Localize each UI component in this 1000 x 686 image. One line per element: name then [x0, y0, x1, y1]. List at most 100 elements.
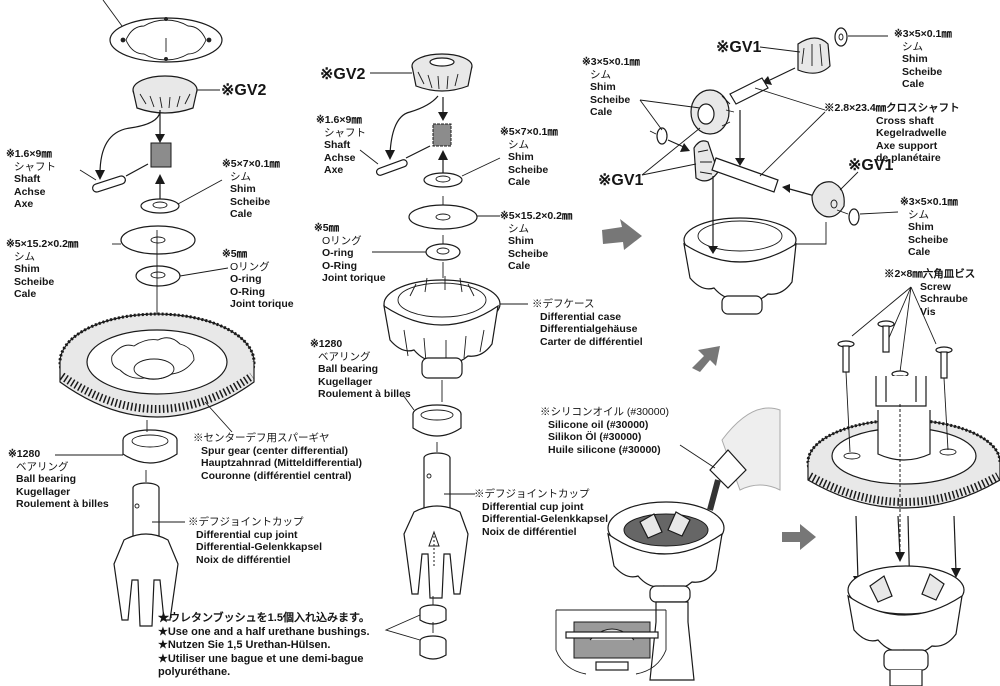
shim-size: ※5×7×0.1㎜ [500, 126, 558, 138]
oring-en: O-ring [322, 247, 354, 260]
spur-gear-jp: ※センターデフ用スパーギヤ [193, 432, 330, 444]
diff-case-en: Differential case [540, 310, 622, 323]
shim-small-label-middle: ※5×7×0.1㎜ シム Shim Scheibe Cale [500, 126, 558, 189]
screw-en: Screw [920, 280, 951, 293]
bevel-gear-gv1-left-upper [690, 89, 735, 135]
oring-size: ※5㎜ [222, 248, 248, 260]
bevel-gear-gv2-left [132, 75, 198, 114]
cup-joint-jp: ※デフジョイントカップ [474, 488, 590, 500]
shaft-label-left: ※1.6×9㎜ シャフト Shaft Achse Axe [6, 148, 56, 211]
silicone-fr: Huile silicone (#30000) [548, 443, 661, 456]
diff-case-jp: ※デフケース [532, 298, 595, 310]
cross-shaft-en: Cross shaft [876, 114, 934, 127]
shim-size: ※3×5×0.1㎜ [582, 56, 640, 68]
gv1-label: ※GV1 [598, 172, 644, 189]
cup-joint-de: Differential-Gelenkkapsel [482, 513, 609, 526]
shaft-fr: Axe [14, 198, 34, 211]
note-fr-2: polyuréthane. [158, 666, 231, 678]
shim-jp: シム [14, 250, 35, 263]
cross-shaft-size: ※2.8×23.4㎜クロスシャフト [824, 102, 960, 114]
oring-de: O-Ring [322, 259, 357, 272]
shim-de: Scheibe [508, 247, 549, 260]
spur-gear-left [58, 312, 256, 418]
step-arrow-right-2 [782, 524, 816, 550]
shaft-de: Achse [324, 151, 356, 164]
cross-section-inset [555, 609, 667, 675]
shaft-jp: シャフト [324, 126, 366, 139]
shim-de: Scheibe [230, 195, 271, 208]
oring-jp: Oリング [322, 234, 362, 247]
screw-1 [837, 340, 855, 373]
gv1-label: ※GV1 [716, 39, 762, 56]
shim-jp: シム [908, 208, 929, 221]
cup-joint-label-middle: ※デフジョイントカップ Differential cup joint Diffe… [474, 488, 608, 538]
shim-en: Shim [14, 263, 40, 276]
cup-joint-en: Differential cup joint [482, 500, 584, 513]
shim-fr: Cale [14, 288, 37, 301]
diff-case-label: ※デフケース Differential case Differentialgeh… [532, 298, 643, 348]
shaft-label-middle: ※1.6×9㎜ シャフト Shaft Achse Axe [316, 114, 366, 177]
shaft-fr: Axe [324, 164, 344, 177]
shim-jp: シム [902, 40, 923, 53]
shim-fr: Cale [902, 78, 925, 91]
shim-de: Scheibe [908, 233, 949, 246]
shim-fr: Cale [908, 246, 931, 259]
bearing-en: Ball bearing [16, 473, 77, 486]
screw-fr: Vis [920, 305, 936, 318]
step-arrow-right-1 [602, 219, 642, 250]
differential-case-right [683, 217, 797, 315]
shaft-en: Shaft [324, 139, 351, 152]
bearing-fr: Roulement à billes [318, 388, 411, 401]
shim-size: ※3×5×0.1㎜ [894, 28, 952, 40]
bearing-de: Kugellager [318, 375, 373, 388]
bearing-en: Ball bearing [318, 363, 379, 376]
part-label-gv1-right: ※GV1 [848, 155, 893, 175]
spur-gear-label-left: ※センターデフ用スパーギヤ Spur gear (center differen… [193, 432, 362, 482]
oring-label-left: ※5㎜ Oリング O-ring O-Ring Joint torique [222, 248, 294, 311]
screw-de: Schraube [920, 293, 968, 306]
spur-gear-fr: Couronne (différentiel central) [201, 469, 352, 482]
shim-small-label-left: ※5×7×0.1㎜ シム Shim Scheibe Cale [222, 158, 280, 221]
shim-jp: シム [508, 138, 529, 151]
shim-size: ※3×5×0.1㎜ [900, 196, 958, 208]
bearing-label-middle: ※1280 ベアリング Ball bearing Kugellager Roul… [310, 338, 411, 401]
differential-case-bottom [847, 565, 965, 686]
oring-jp: Oリング [230, 260, 270, 273]
shim-label-right-left: ※3×5×0.1㎜ シム Shim Scheibe Cale [582, 56, 640, 119]
spur-gear-en: Spur gear (center differential) [201, 444, 349, 457]
shim-label-right-bottom: ※3×5×0.1㎜ シム Shim Scheibe Cale [900, 196, 958, 259]
shim-large-label-left: ※5×15.2×0.2㎜ シム Shim Scheibe Cale [6, 238, 78, 301]
gv1-label: ※GV1 [848, 157, 894, 174]
cup-joint-jp: ※デフジョイントカップ [188, 516, 304, 528]
shaft-de: Achse [14, 185, 46, 198]
urethane-bushing-2 [419, 635, 447, 660]
bevel-gear-gv1-top [797, 37, 831, 74]
shaft-en: Shaft [14, 173, 41, 186]
shim-jp: シム [508, 222, 529, 235]
bevel-gear-gv2-middle [411, 53, 473, 92]
shim-en: Shim [230, 183, 256, 196]
part-label-gv1-left: ※GV1 [598, 170, 643, 190]
part-label-gv2-left: ※GV2 [221, 80, 266, 100]
cup-joint-middle [403, 452, 469, 599]
shaft-pin-middle [375, 159, 408, 176]
bushing-note: ★ウレタンブッシュを1.5個入れ込みます。 ★Use one and a hal… [158, 612, 370, 680]
note-de: ★Nutzen Sie 1,5 Urethan-Hülsen. [158, 639, 331, 651]
gv2-label: ※GV2 [320, 66, 366, 83]
part-label-gv2-middle: ※GV2 [320, 64, 365, 84]
cup-joint-label-left: ※デフジョイントカップ Differential cup joint Diffe… [188, 516, 322, 566]
left-assembly [55, 0, 256, 627]
oring-fr: Joint torique [230, 298, 294, 311]
oring-de: O-Ring [230, 285, 265, 298]
shim-de: Scheibe [508, 163, 549, 176]
note-jp: ★ウレタンブッシュを1.5個入れ込みます。 [158, 612, 370, 624]
shim-de: Scheibe [590, 93, 631, 106]
cup-joint-left [113, 482, 179, 627]
cup-joint-en: Differential cup joint [196, 528, 298, 541]
cross-shaft-fr-1: Axe support [876, 139, 938, 152]
step-arrow-down [692, 346, 720, 372]
shim-size: ※5×7×0.1㎜ [222, 158, 280, 170]
spur-gear-right [806, 410, 1000, 509]
shim-en: Shim [908, 221, 934, 234]
shim-de: Scheibe [14, 275, 55, 288]
